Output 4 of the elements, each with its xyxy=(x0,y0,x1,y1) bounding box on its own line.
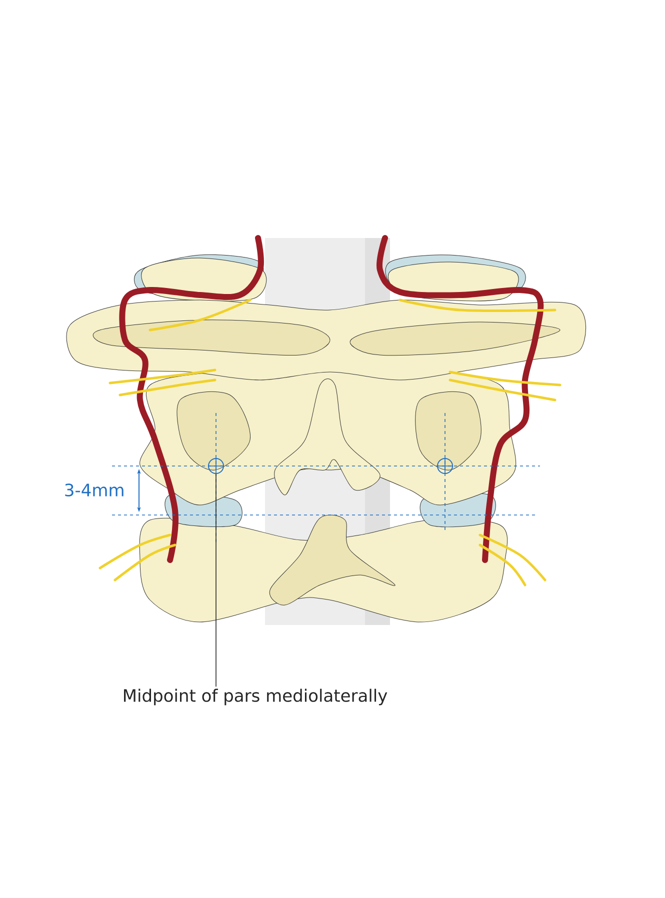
dimension-label: 3-4mm xyxy=(65,484,124,496)
entry-point-marker xyxy=(208,458,224,474)
entry-point-marker xyxy=(437,458,453,474)
leader-label: Midpoint of pars mediolaterally xyxy=(124,688,388,706)
